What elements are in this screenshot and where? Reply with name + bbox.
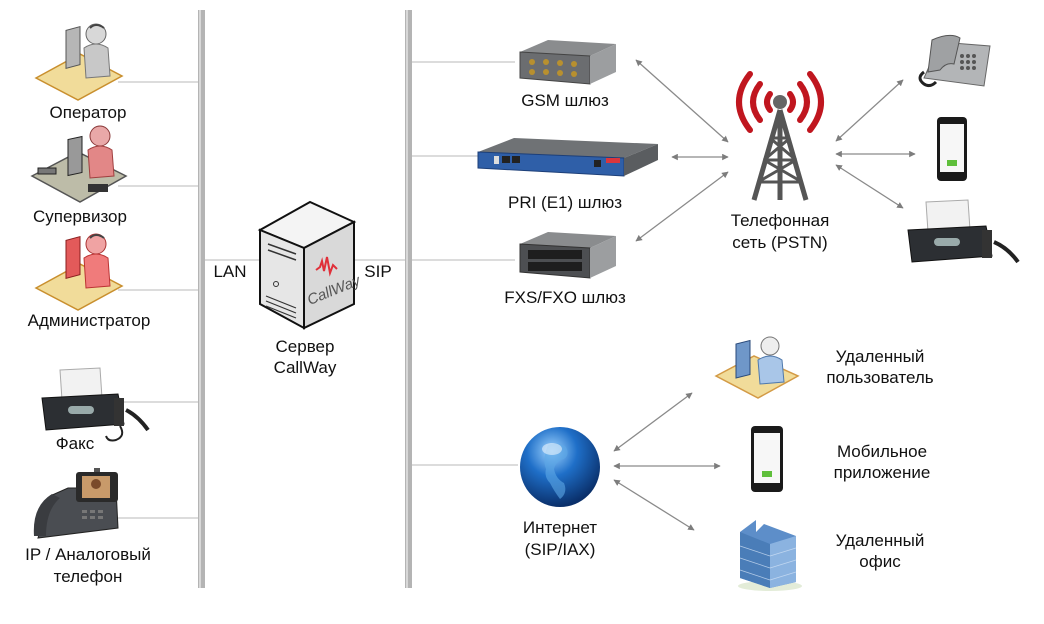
ip-phone-icon [33,468,119,539]
mobile-app-node[interactable] [750,425,784,493]
ip-phone-node[interactable] [32,466,124,544]
fax-machine-icon [907,199,1020,264]
remote-office-label-line2: офис [859,552,901,571]
pri-gateway-icon [477,138,658,177]
pstn-node[interactable] [730,68,830,204]
gsm-gateway-icon [519,40,616,85]
pstn-fax[interactable] [904,199,1026,276]
fxs-gateway-node[interactable] [514,230,618,282]
internet-label-line1: Интернет [522,518,598,537]
administrator-node[interactable] [30,228,130,311]
fax-node[interactable] [38,367,156,444]
arrow-fxs-pstn [635,171,729,242]
arrow-internet-remote-office [613,479,695,531]
sip-label: SIP [364,262,392,281]
supervisor-node[interactable] [28,124,132,206]
mobile-phone-icon [937,117,967,181]
administrator-label: Администратор [27,311,151,330]
remote-user-icon [714,336,800,399]
callway-server-node[interactable]: CallWay [257,200,363,330]
ip-phone-label-line1: IP / Аналоговый [25,545,151,564]
supervisor-label: Супервизор [33,207,127,226]
ip-phone-label-line2: телефон [53,567,123,586]
office-building-icon [738,520,802,591]
globe-icon [520,427,600,507]
pstn-label-line1: Телефонная [730,211,830,230]
pstn-mobile-phone[interactable] [936,116,968,182]
fxs-fxo-gateway-icon [519,232,616,279]
pstn-desk-phone[interactable] [910,32,996,90]
remote-office-node[interactable] [734,516,804,592]
desk-phone-icon [918,34,991,88]
mobile-app-label-line2: приложение [833,463,931,482]
gsm-gateway-node[interactable] [514,38,618,88]
arrow-internet-remote-user [613,392,693,452]
lan-label: LAN [213,262,247,281]
cell-tower-icon [736,71,824,201]
sip-bus [405,10,412,588]
internet-label-line2: (SIP/IAX) [524,540,596,559]
arrow-pstn-deskphone [835,79,904,142]
administrator-workstation-icon [34,233,124,311]
arrow-gsm-pstn [635,59,729,143]
fax-machine-icon [41,367,150,442]
remote-user-node[interactable] [712,332,800,400]
internet-node[interactable] [518,425,602,509]
callway-logo-icon [315,256,338,277]
lan-bus [198,10,205,588]
fxs-gateway-label: FXS/FXO шлюз [504,288,626,307]
fax-label: Факс [55,434,95,453]
arrow-pstn-fax [835,164,904,209]
remote-office-label-line1: Удаленный [835,531,925,550]
server-icon [257,200,357,330]
mobile-app-icon [751,426,783,492]
server-label-line1: Сервер [275,337,335,356]
operator-label: Оператор [49,103,127,122]
mobile-app-label-line1: Мобильное [836,442,928,461]
pstn-label-line2: сеть (PSTN) [732,233,828,252]
remote-user-label-line1: Удаленный [835,347,925,366]
supervisor-workstation-icon [30,125,128,203]
remote-user-label-line2: пользователь [826,368,934,387]
server-label-line2: CallWay [273,358,337,377]
operator-workstation-icon [34,23,124,101]
operator-node[interactable] [30,20,130,101]
gsm-gateway-label: GSM шлюз [521,91,609,110]
pri-gateway-node[interactable] [474,136,660,182]
pri-gateway-label: PRI (E1) шлюз [507,193,622,212]
